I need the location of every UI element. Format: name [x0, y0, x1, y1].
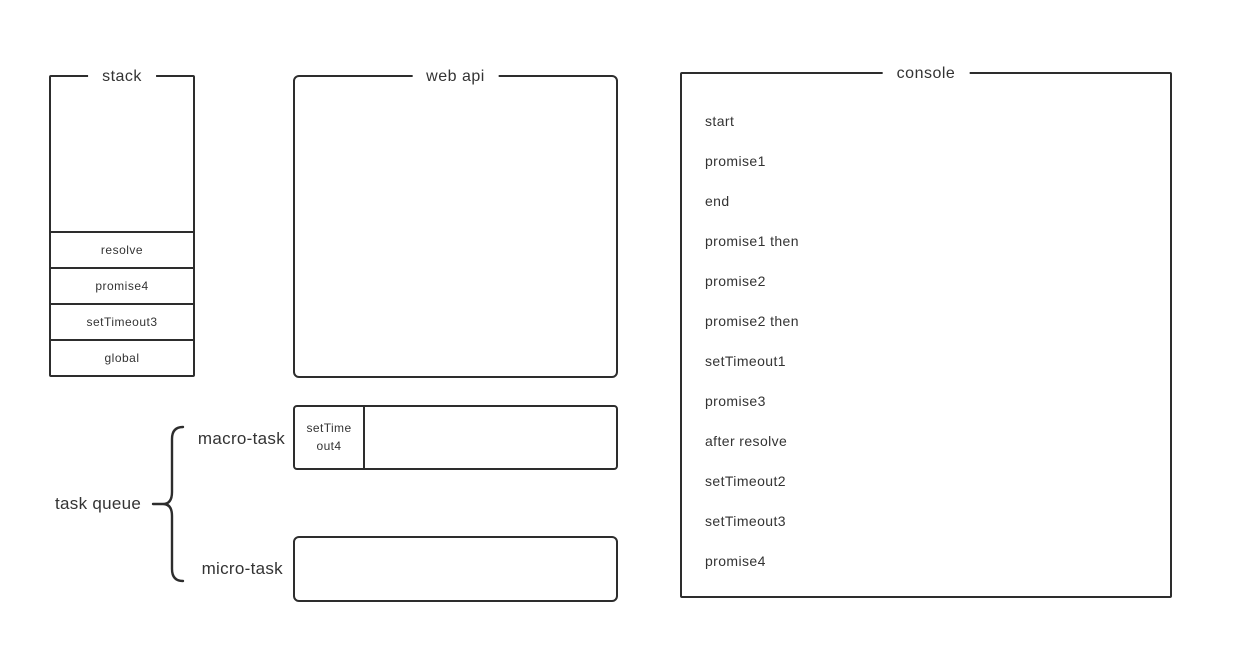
- stack-frame: resolve: [51, 231, 193, 267]
- console-logs: start promise1 end promise1 then promise2 pro…: [682, 74, 1170, 581]
- task-queue-brace-icon: [151, 425, 185, 583]
- stack-frame: setTimeout3: [51, 303, 193, 339]
- web-api-panel: web api: [293, 66, 618, 378]
- stack-frame: promise4: [51, 267, 193, 303]
- macro-task-queue-box: setTimeout4: [293, 405, 618, 470]
- web-api-title: web api: [412, 66, 499, 87]
- micro-task-queue-box: [293, 536, 618, 602]
- console-log-line: setTimeout2: [705, 473, 786, 489]
- console-log-line: promise4: [705, 553, 766, 569]
- console-log-line: start: [705, 113, 735, 129]
- stack-frame: global: [51, 339, 193, 375]
- console-log-line: promise2: [705, 273, 766, 289]
- macro-task-queue-cells: setTimeout4: [295, 407, 616, 468]
- console-log-line: promise1 then: [705, 233, 799, 249]
- console-log-line: after resolve: [705, 433, 788, 449]
- console-log-line: promise1: [705, 153, 766, 169]
- micro-task-queue-cells: [295, 538, 616, 600]
- console-log-line: setTimeout3: [705, 513, 786, 529]
- console-log-line: promise3: [705, 393, 766, 409]
- console-title: console: [882, 63, 970, 84]
- task-queue-label: task queue: [55, 494, 142, 513]
- stack-title: stack: [88, 66, 156, 87]
- macro-task-queue-item: setTimeout4: [295, 407, 365, 468]
- console-log-line: setTimeout1: [705, 353, 786, 369]
- micro-task-label: micro-task: [201, 559, 283, 578]
- macro-task-label: macro-task: [197, 429, 285, 448]
- console-panel: console start promise1 end promise1 then pro…: [680, 63, 1172, 598]
- console-log-line: end: [705, 193, 730, 209]
- console-log-line: promise2 then: [705, 313, 799, 329]
